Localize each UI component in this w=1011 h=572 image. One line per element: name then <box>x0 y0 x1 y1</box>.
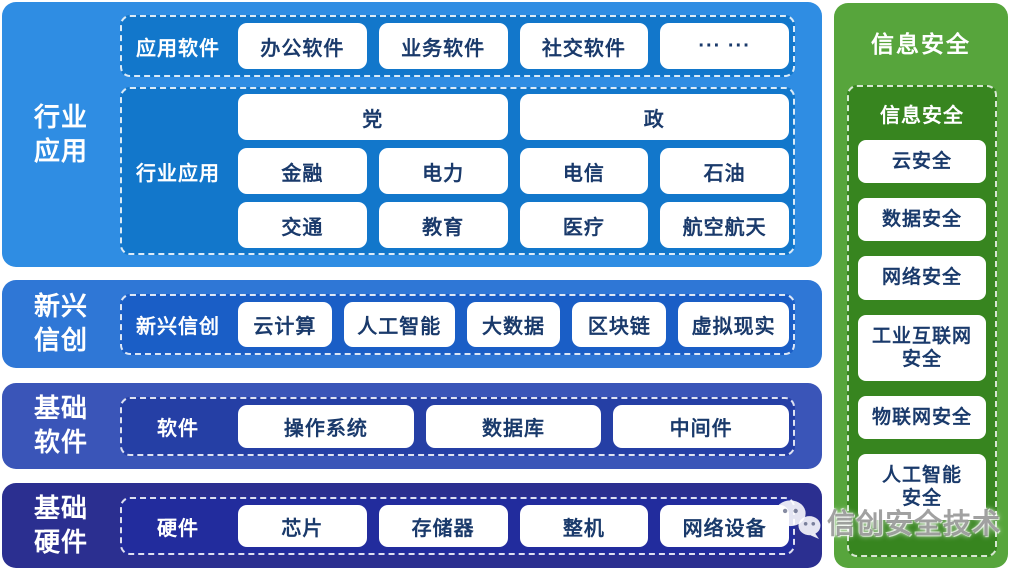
group-information-security-label: 信息安全 <box>880 105 964 127</box>
band-industry-label: 行业 应用 <box>33 101 88 166</box>
group-application-software: 应用软件 办公软件 业务软件 社交软件 ··· ··· <box>120 15 795 77</box>
pill-ai-security: 人工智能 安全 <box>858 454 986 521</box>
pill-middleware: 中间件 <box>613 405 789 448</box>
group-emerging-xinchuang: 新兴信创 云计算 人工智能 大数据 区块链 虚拟现实 <box>120 294 795 355</box>
pill-telecom: 电信 <box>519 148 649 194</box>
group-emerging-xinchuang-label: 新兴信创 <box>136 316 220 338</box>
group-industry-applications-label: 行业应用 <box>136 162 220 185</box>
pill-blockchain: 区块链 <box>572 302 667 347</box>
band-industry-applications: 行业 应用 应用软件 办公软件 业务软件 社交软件 ··· ··· 行业应用 党… <box>2 2 822 267</box>
group-hardware-label: 硬件 <box>157 517 199 540</box>
information-security-title: 信息安全 <box>871 31 971 57</box>
band-hardware-label-col: 基础 硬件 <box>2 483 120 568</box>
pill-iot-security: 物联网安全 <box>858 395 986 440</box>
group-application-software-label: 应用软件 <box>136 37 220 60</box>
pill-artificial-intelligence: 人工智能 <box>343 302 455 347</box>
group-industry-applications: 行业应用 党 政 金融 电力 电信 石油 交通 教育 医疗 航空航天 <box>120 87 795 255</box>
pill-healthcare: 医疗 <box>519 202 649 248</box>
band-emerging-content: 新兴信创 云计算 人工智能 大数据 区块链 虚拟现实 <box>120 280 822 368</box>
band-industry-content: 应用软件 办公软件 业务软件 社交软件 ··· ··· 行业应用 党 政 金融 … <box>120 2 822 267</box>
pill-cloud-computing: 云计算 <box>238 302 332 347</box>
pill-data-security: 数据安全 <box>858 198 986 242</box>
band-hardware-content: 硬件 芯片 存储器 整机 网络设备 <box>120 483 822 568</box>
pill-chip: 芯片 <box>238 505 367 547</box>
emerging-pills: 云计算 人工智能 大数据 区块链 虚拟现实 <box>234 296 793 353</box>
pill-more-ellipsis: ··· ··· <box>660 23 789 69</box>
band-industry-label-col: 行业 应用 <box>2 2 120 267</box>
hardware-pills: 芯片 存储器 整机 网络设备 <box>234 499 793 553</box>
security-pills: 云安全 数据安全 网络安全 工业互联网 安全 物联网安全 人工智能 安全 <box>858 140 986 546</box>
pill-big-data: 大数据 <box>466 302 561 347</box>
pill-social-software: 社交软件 <box>519 23 649 69</box>
band-software-content: 软件 操作系统 数据库 中间件 <box>120 383 822 469</box>
band-emerging-label-col: 新兴 信创 <box>2 280 120 368</box>
pill-business-software: 业务软件 <box>378 23 508 69</box>
pill-office-software: 办公软件 <box>238 23 367 69</box>
pill-cloud-security: 云安全 <box>858 140 986 184</box>
band-emerging-label: 新兴 信创 <box>33 291 88 355</box>
pill-virtual-reality: 虚拟现实 <box>678 302 789 347</box>
band-hardware-label: 基础 硬件 <box>33 492 88 557</box>
band-emerging-xinchuang: 新兴 信创 新兴信创 云计算 人工智能 大数据 区块链 虚拟现实 <box>2 280 822 368</box>
band-software-label: 基础 软件 <box>33 393 88 457</box>
pill-education: 教育 <box>378 202 508 248</box>
pill-transportation: 交通 <box>238 202 367 248</box>
band-software-label-col: 基础 软件 <box>2 383 120 469</box>
group-hardware: 硬件 芯片 存储器 整机 网络设备 <box>120 497 795 555</box>
group-software: 软件 操作系统 数据库 中间件 <box>120 397 795 456</box>
group-information-security: 信息安全 云安全 数据安全 网络安全 工业互联网 安全 物联网安全 人工智能 安… <box>847 85 997 557</box>
pill-operating-system: 操作系统 <box>238 405 414 448</box>
band-basic-hardware: 基础 硬件 硬件 芯片 存储器 整机 网络设备 <box>2 483 822 568</box>
pill-government: 政 <box>519 94 789 140</box>
column-information-security: 信息安全 信息安全 云安全 数据安全 网络安全 工业互联网 安全 物联网安全 人… <box>834 3 1008 568</box>
pill-electric-power: 电力 <box>378 148 508 194</box>
industry-applications-pills: 党 政 金融 电力 电信 石油 交通 教育 医疗 航空航天 <box>234 89 793 253</box>
software-pills: 操作系统 数据库 中间件 <box>234 399 793 454</box>
pill-network-security: 网络安全 <box>858 256 986 300</box>
pill-database: 数据库 <box>425 405 602 448</box>
pill-party: 党 <box>238 94 508 140</box>
pill-complete-machine: 整机 <box>519 505 649 547</box>
pill-network-equipment: 网络设备 <box>660 505 789 547</box>
pill-aerospace: 航空航天 <box>660 202 789 248</box>
pill-storage: 存储器 <box>378 505 508 547</box>
pill-finance: 金融 <box>238 148 367 194</box>
group-software-label: 软件 <box>157 418 199 440</box>
pill-industrial-internet-security: 工业互联网 安全 <box>858 314 986 381</box>
pill-petroleum: 石油 <box>660 148 789 194</box>
band-basic-software: 基础 软件 软件 操作系统 数据库 中间件 <box>2 383 822 469</box>
application-software-pills: 办公软件 业务软件 社交软件 ··· ··· <box>234 17 793 75</box>
